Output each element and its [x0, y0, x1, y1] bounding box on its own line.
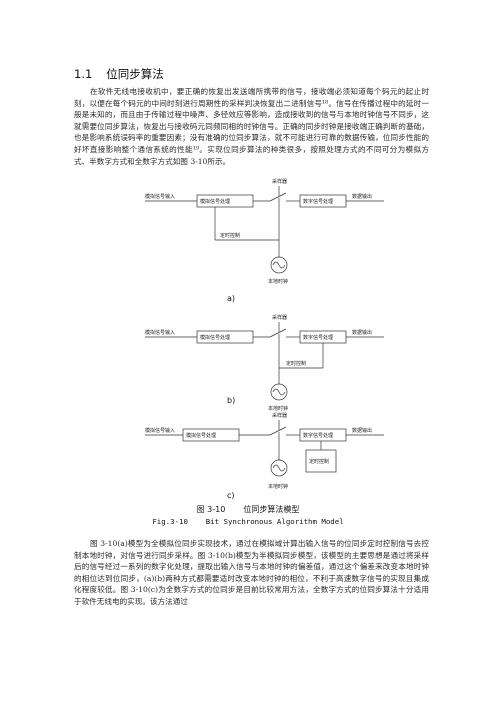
label-timing: 定时控制	[286, 360, 306, 367]
subfigure-b-label: b)	[227, 396, 236, 405]
label-clock: 本地时钟	[268, 483, 288, 490]
label-output: 数据输出	[352, 329, 372, 336]
diagram-a: 模拟信号输入 模拟信号处理 采样器 数字信号处理 数据输出 定时控制 本地时钟	[140, 176, 390, 286]
label-timing: 定时控制	[309, 458, 329, 465]
label-clock: 本地时钟	[268, 278, 288, 285]
label-sampler: 采样器	[272, 412, 287, 419]
label-digital-proc: 数字信号处理	[303, 432, 333, 439]
subfigure-a-label: a)	[227, 294, 236, 303]
label-sampler: 采样器	[272, 314, 287, 321]
paragraph-intro: 在软件无线电接收机中，要正确的恢复出发送端所携带的信号，接收端必须知道每个码元的…	[74, 87, 429, 166]
label-clock: 本地时钟	[268, 405, 288, 412]
label-output: 数据输出	[352, 193, 372, 200]
label-input: 模拟信号输入	[145, 193, 175, 200]
label-sampler: 采样器	[272, 178, 287, 185]
label-input: 模拟信号输入	[145, 329, 175, 336]
subfigure-c-label: c)	[227, 491, 235, 500]
diagram-b: 模拟信号输入 模拟信号处理 采样器 数字信号处理 数据输出 定时控制 本地时钟	[140, 312, 390, 412]
figure-caption-english: Fig.3-10 Bit Synchronous Algorithm Model	[152, 517, 344, 526]
section-title: 位同步算法	[106, 67, 164, 81]
label-analog-proc: 模拟信号处理	[200, 198, 230, 205]
section-number: 1.1	[74, 67, 93, 81]
section-heading: 1.1 位同步算法	[74, 66, 164, 82]
label-output: 数据输出	[352, 427, 372, 434]
label-digital-proc: 数字信号处理	[303, 198, 333, 205]
paragraph-explanation: 图 3-10(a)模型为全模拟位同步实现技术，通过在模拟域计算出输入信号的位同步…	[74, 539, 429, 606]
figure-title: 位同步算法模型	[243, 505, 300, 514]
label-analog-proc: 模拟信号处理	[186, 432, 216, 439]
figure-caption: 图 3-10 位同步算法模型	[0, 504, 496, 515]
label-timing: 定时控制	[220, 232, 240, 239]
label-analog-proc: 模拟信号处理	[200, 334, 230, 341]
label-digital-proc: 数字信号处理	[303, 334, 333, 341]
figure-label: 图 3-10	[196, 505, 226, 514]
label-input: 模拟信号输入	[145, 427, 175, 434]
diagram-c: 模拟信号输入 模拟信号处理 采样器 数字信号处理 数据输出 定时控制 本地时钟	[140, 410, 390, 492]
